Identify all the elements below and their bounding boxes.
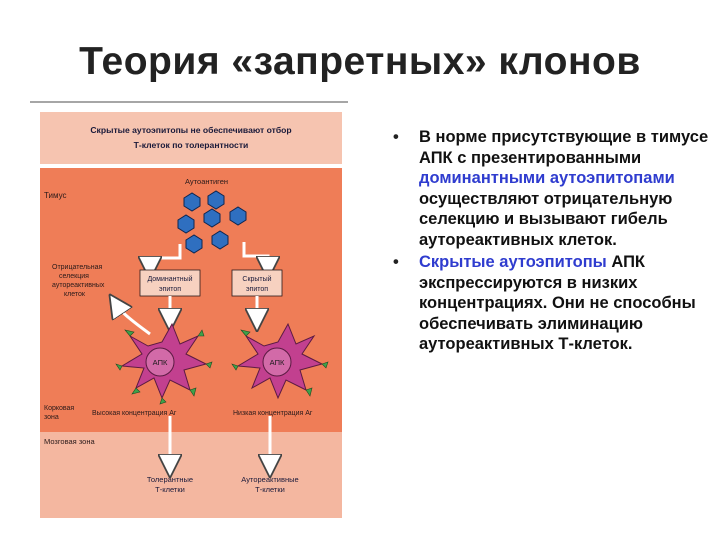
- apc-right-label: АПК: [270, 358, 285, 367]
- autoreactive-line2: Т-клетки: [255, 485, 285, 494]
- hidden-epitope-line1: Скрытый: [242, 275, 271, 283]
- hidden-epitope-line2: эпитоп: [246, 286, 268, 293]
- medulla-label: Мозговая зона: [44, 437, 95, 446]
- negative-selection-line3: аутореактивных: [52, 282, 105, 289]
- high-concentration-label: Высокая концентрация Аг: [92, 410, 177, 417]
- autoantigen-icon: [183, 192, 201, 212]
- bullet-item: • В норме присутствующие в тимусе АПК с …: [393, 127, 713, 250]
- figure-header-line1: Скрытые аутоэпитопы не обеспечивают отбо…: [90, 125, 291, 135]
- figure-header-line2: Т-клеток по толерантности: [134, 140, 249, 150]
- autoantigen-icon: [229, 206, 247, 226]
- dominant-epitope-line1: Доминантный: [147, 275, 192, 283]
- apc-left: АПК: [115, 322, 213, 405]
- apc-right: АПК: [231, 322, 329, 400]
- bullet-2-tail: АПК экспрессируются в низких концентраци…: [419, 253, 696, 353]
- hidden-epitope-box: [231, 269, 283, 297]
- thymus-diagram: Скрытые аутоэпитопы не обеспечивают отбо…: [30, 101, 348, 518]
- autoantigen-group: [177, 190, 247, 254]
- negative-selection-line2: селекция: [59, 273, 89, 280]
- bullet-list: • В норме присутствующие в тимусе АПК с …: [393, 127, 713, 357]
- arrow-to-dominant: [150, 244, 182, 268]
- tolerant-line2: Т-клетки: [155, 485, 185, 494]
- figure-header: [40, 112, 342, 164]
- cortex-line1: Корковая: [44, 405, 74, 412]
- negative-selection-line1: Отрицательная: [52, 264, 102, 271]
- autoantigen-icon: [185, 234, 203, 254]
- arrow-to-hidden: [242, 242, 268, 268]
- autoreactive-line1: Аутореактивные: [241, 475, 298, 484]
- slide-title: Теория «запретных» клонов: [79, 40, 641, 83]
- bullet-icon: •: [393, 253, 399, 271]
- bullet-1-lead: В норме присутствующие в тимусе АПК с пр…: [419, 128, 709, 167]
- bullet-1-highlight: доминантными аутоэпитопами: [419, 169, 675, 187]
- medulla-region: [40, 432, 342, 518]
- negative-selection-line4: клеток: [64, 291, 86, 298]
- bullet-item: • Скрытые аутоэпитопы АПК экспрессируютс…: [393, 252, 713, 355]
- autoantigen-icon: [207, 190, 225, 210]
- bullet-1-tail: осуществляют отрицательную селекцию и вы…: [419, 189, 673, 249]
- autoantigen-icon: [203, 208, 221, 228]
- apc-left-label: АПК: [153, 358, 168, 367]
- autoantigen-icon: [177, 214, 195, 234]
- negative-selection-arrow: [116, 304, 151, 336]
- bullet-icon: •: [393, 128, 399, 146]
- low-concentration-label: Низкая концентрация Аг: [233, 410, 313, 417]
- dominant-epitope-line2: эпитоп: [159, 286, 181, 293]
- autoantigen-label: Аутоантиген: [185, 177, 228, 186]
- thymus-region: [40, 168, 342, 432]
- tolerant-line1: Толерантные: [147, 475, 193, 484]
- bullet-2-highlight: Скрытые аутоэпитопы: [419, 253, 607, 271]
- autoantigen-icon: [211, 230, 229, 250]
- thymus-label: Тимус: [44, 191, 67, 200]
- cortex-line2: зона: [44, 414, 59, 421]
